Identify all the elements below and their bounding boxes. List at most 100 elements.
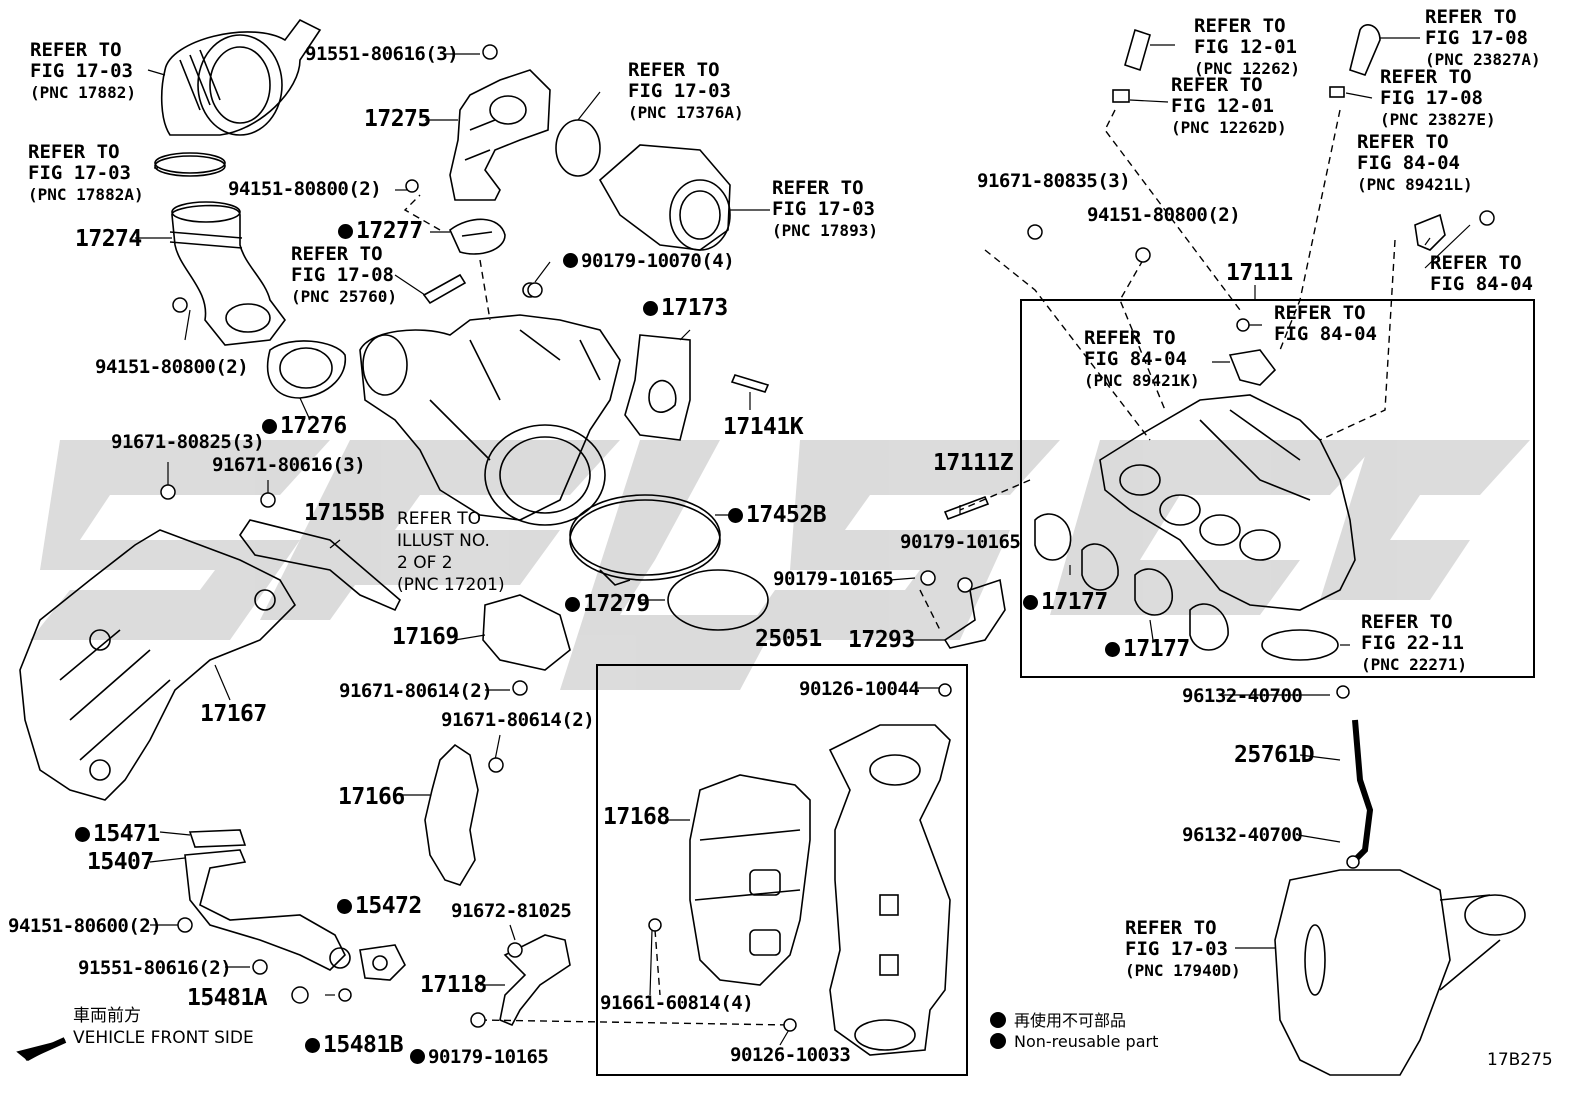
part-number-15407[interactable]: 15407 — [87, 849, 154, 875]
refer-to-line: FIG 17-08 — [1425, 27, 1528, 49]
refer-to-line: (PNC 89421L) — [1357, 175, 1473, 194]
refer-to-line: REFER TO — [1194, 15, 1286, 37]
refer-to-line: REFER TO — [28, 141, 120, 163]
part-number-15472[interactable]: 15472 — [337, 895, 422, 918]
refer-to-line: FIG 17-03 — [772, 198, 875, 220]
part-number-17155b[interactable]: 17155B — [304, 500, 385, 526]
part-number-17293[interactable]: 17293 — [848, 627, 915, 653]
part-number-90126-10044[interactable]: 90126-10044 — [799, 678, 920, 700]
part-number-17168[interactable]: 17168 — [603, 804, 670, 830]
fitting-23827E-shape — [1329, 86, 1345, 98]
illust-ref-line2: ILLUST NO. — [397, 531, 490, 551]
part-number-17275[interactable]: 17275 — [364, 106, 431, 132]
refer-to-line: (PNC 25760) — [291, 287, 397, 306]
refer-to-line: FIG 17-03 — [28, 162, 131, 184]
part-number-96132-40700[interactable]: 96132-40700 — [1182, 824, 1303, 846]
part-number-17177[interactable]: 17177 — [1023, 591, 1108, 614]
part-number-17141k[interactable]: 17141K — [723, 414, 804, 440]
refer-to-line: REFER TO — [291, 243, 383, 265]
part-number-91551-80616-2[interactable]: 91551-80616(2) — [78, 957, 232, 979]
illust-ref-line4: (PNC 17201) — [397, 575, 505, 595]
part-number-91671-80616-3[interactable]: 91671-80616(3) — [212, 454, 366, 476]
refer-to-line: FIG 17-08 — [291, 264, 394, 286]
cover-17169-shape — [482, 594, 571, 671]
part-number-17167[interactable]: 17167 — [200, 701, 267, 727]
refer-to-line: (PNC 23827A) — [1425, 50, 1541, 69]
refer-to-line: FIG 84-04 — [1274, 323, 1377, 345]
part-number-17111[interactable]: 17111 — [1226, 260, 1293, 286]
fitting-12262D-shape — [1112, 89, 1130, 103]
part-number-91671-80835-3[interactable]: 91671-80835(3) — [977, 170, 1131, 192]
gasket-17277-shape — [449, 218, 506, 255]
box-17111 — [1020, 299, 1535, 678]
part-number-15471[interactable]: 15471 — [75, 823, 160, 846]
part-number-17111z[interactable]: 17111Z — [933, 450, 1014, 476]
part-number-17279[interactable]: 17279 — [565, 593, 650, 616]
part-number-94151-80600-2[interactable]: 94151-80600(2) — [8, 915, 162, 937]
bracket-17118-shape — [499, 934, 571, 1027]
part-number-17274[interactable]: 17274 — [75, 226, 142, 252]
refer-to-line: (PNC 17893) — [772, 221, 878, 240]
part-number-91671-80614-2[interactable]: 91671-80614(2) — [339, 680, 493, 702]
part-number-91551-80616-3[interactable]: 91551-80616(3) — [305, 43, 459, 65]
legend-jp: 再使用不可部品 — [990, 1007, 1126, 1031]
bracket-17155B-shape — [239, 519, 401, 612]
refer-to-line: (PNC 17940D) — [1125, 961, 1241, 980]
refer-to-line: FIG 17-03 — [30, 60, 133, 82]
part-number-17173[interactable]: 17173 — [643, 297, 728, 320]
part-number-17276[interactable]: 17276 — [262, 415, 347, 438]
part-number-25761d[interactable]: 25761D — [1234, 742, 1315, 768]
part-number-90179-10165[interactable]: 90179-10165 — [900, 531, 1021, 553]
refer-to-line: (PNC 17882A) — [28, 185, 144, 204]
part-number-15481b[interactable]: 15481B — [305, 1034, 404, 1057]
part-number-91661-60814-4[interactable]: 91661-60814(4) — [600, 992, 754, 1014]
illust-ref-line3: 2 OF 2 — [397, 553, 453, 573]
bracket-17293-shape — [943, 578, 1006, 649]
refer-to-line: (PNC 12262D) — [1171, 118, 1287, 137]
part-number-90179-10165[interactable]: 90179-10165 — [410, 1048, 549, 1067]
hose-25761D-shape — [1352, 719, 1374, 863]
part-number-91672-81025[interactable]: 91672-81025 — [451, 900, 572, 922]
part-number-96132-40700[interactable]: 96132-40700 — [1182, 685, 1303, 707]
refer-to-line: REFER TO — [628, 59, 720, 81]
catalytic-converter-shape — [828, 724, 951, 1056]
gasket-17173-shape — [624, 334, 691, 441]
part-number-94151-80800-2[interactable]: 94151-80800(2) — [95, 356, 249, 378]
part-number-90179-10070-4[interactable]: 90179-10070(4) — [563, 252, 735, 271]
hose-clamp-shape — [154, 152, 226, 177]
part-number-90179-10165[interactable]: 90179-10165 — [773, 568, 894, 590]
part-number-17118[interactable]: 17118 — [420, 972, 487, 998]
stud-17111Z-shape — [943, 495, 990, 521]
part-number-90126-10033[interactable]: 90126-10033 — [730, 1044, 851, 1066]
part-number-17452b[interactable]: 17452B — [728, 504, 827, 527]
gasket-17177a-shape — [1034, 513, 1072, 561]
part-number-94151-80800-2[interactable]: 94151-80800(2) — [1087, 204, 1241, 226]
part-number-91671-80825-3[interactable]: 91671-80825(3) — [111, 431, 265, 453]
part-number-25051[interactable]: 25051 — [755, 626, 822, 652]
part-number-94151-80800-2[interactable]: 94151-80800(2) — [228, 178, 382, 200]
housing-17275-shape — [449, 69, 551, 201]
gasket-17279-shape — [667, 569, 769, 631]
part-number-17177[interactable]: 17177 — [1105, 638, 1190, 661]
part-number-91671-80614-2[interactable]: 91671-80614(2) — [441, 709, 595, 731]
part-number-15481a[interactable]: 15481A — [187, 985, 268, 1011]
refer-to-line: (PNC 12262) — [1194, 59, 1300, 78]
part-number-17166[interactable]: 17166 — [338, 784, 405, 810]
part-number-17277[interactable]: 17277 — [338, 220, 423, 243]
part-number-17169[interactable]: 17169 — [392, 624, 459, 650]
